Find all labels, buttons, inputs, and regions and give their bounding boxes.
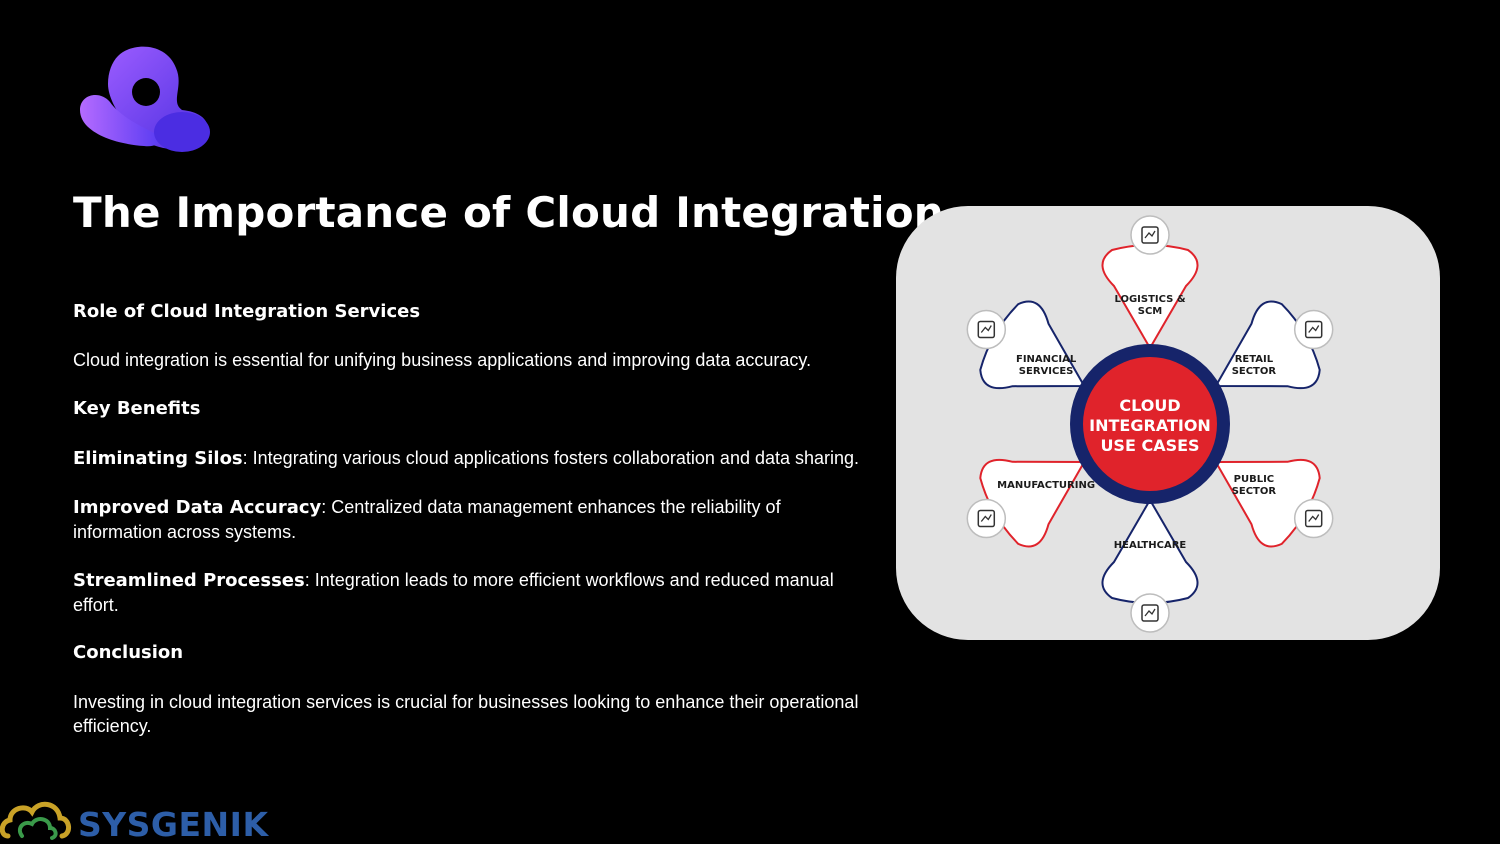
content-body: Role of Cloud Integration Services Cloud… [73,300,863,738]
conclusion-paragraph: Investing in cloud integration services … [73,692,859,736]
petals-layer: LOGISTICS &SCMRETAILSECTORPUBLICSECTORHE… [966,215,1334,633]
benefit-item: Streamlined Processes: Integration leads… [73,568,863,617]
benefit-term: Eliminating Silos [73,448,243,469]
hub-core [1083,357,1217,491]
petal-label: HEALTHCARE [1114,540,1187,551]
petal-segment [1101,498,1199,604]
blob-logo-icon [80,46,210,152]
hub-label-line: USE CASES [1100,436,1199,455]
hub-label-line: CLOUD [1119,396,1180,415]
petal-label: SECTOR [1232,486,1277,497]
petal-label: MANUFACTURING [997,480,1095,491]
petal-label: SERVICES [1019,366,1074,377]
brand-wordmark: SYSGENIK [78,805,269,844]
petal-label: RETAIL [1235,354,1274,365]
benefit-text: : Integrating various cloud applications… [242,448,860,468]
benefit-term: Streamlined Processes [73,570,305,591]
petal-label: SCM [1138,306,1163,317]
benefits-heading: Key Benefits [73,398,201,419]
medical-clipboard-icon [1130,593,1170,633]
petal-label: FINANCIAL [1016,354,1077,365]
benefit-item: Eliminating Silos: Integrating various c… [73,446,863,471]
truck-box-icon [1130,215,1170,255]
benefit-item: Improved Data Accuracy: Centralized data… [73,495,863,544]
petal-label: LOGISTICS & [1114,294,1185,305]
role-heading: Role of Cloud Integration Services [73,301,421,322]
storefront-icon [1293,309,1334,350]
conclusion-heading: Conclusion [73,642,184,663]
people-icon [1293,498,1334,539]
benefit-term: Improved Data Accuracy [73,497,322,518]
petal-label: PUBLIC [1234,474,1275,485]
sysgenik-cloud-logo-icon [0,801,71,840]
petal-label: SECTOR [1232,366,1277,377]
use-cases-diagram: LOGISTICS &SCMRETAILSECTORPUBLICSECTORHE… [966,215,1334,633]
hub-label-line: INTEGRATION [1089,416,1211,435]
benefit-text: : Integration leads to more efficient wo… [73,570,834,615]
factory-gear-icon [966,498,1007,539]
finance-chart-icon [966,309,1007,350]
role-paragraph: Cloud integration is essential for unify… [73,350,812,370]
slide-title: The Importance of Cloud Integration [73,188,944,237]
benefit-text: : Centralized data management enhances t… [73,497,781,542]
